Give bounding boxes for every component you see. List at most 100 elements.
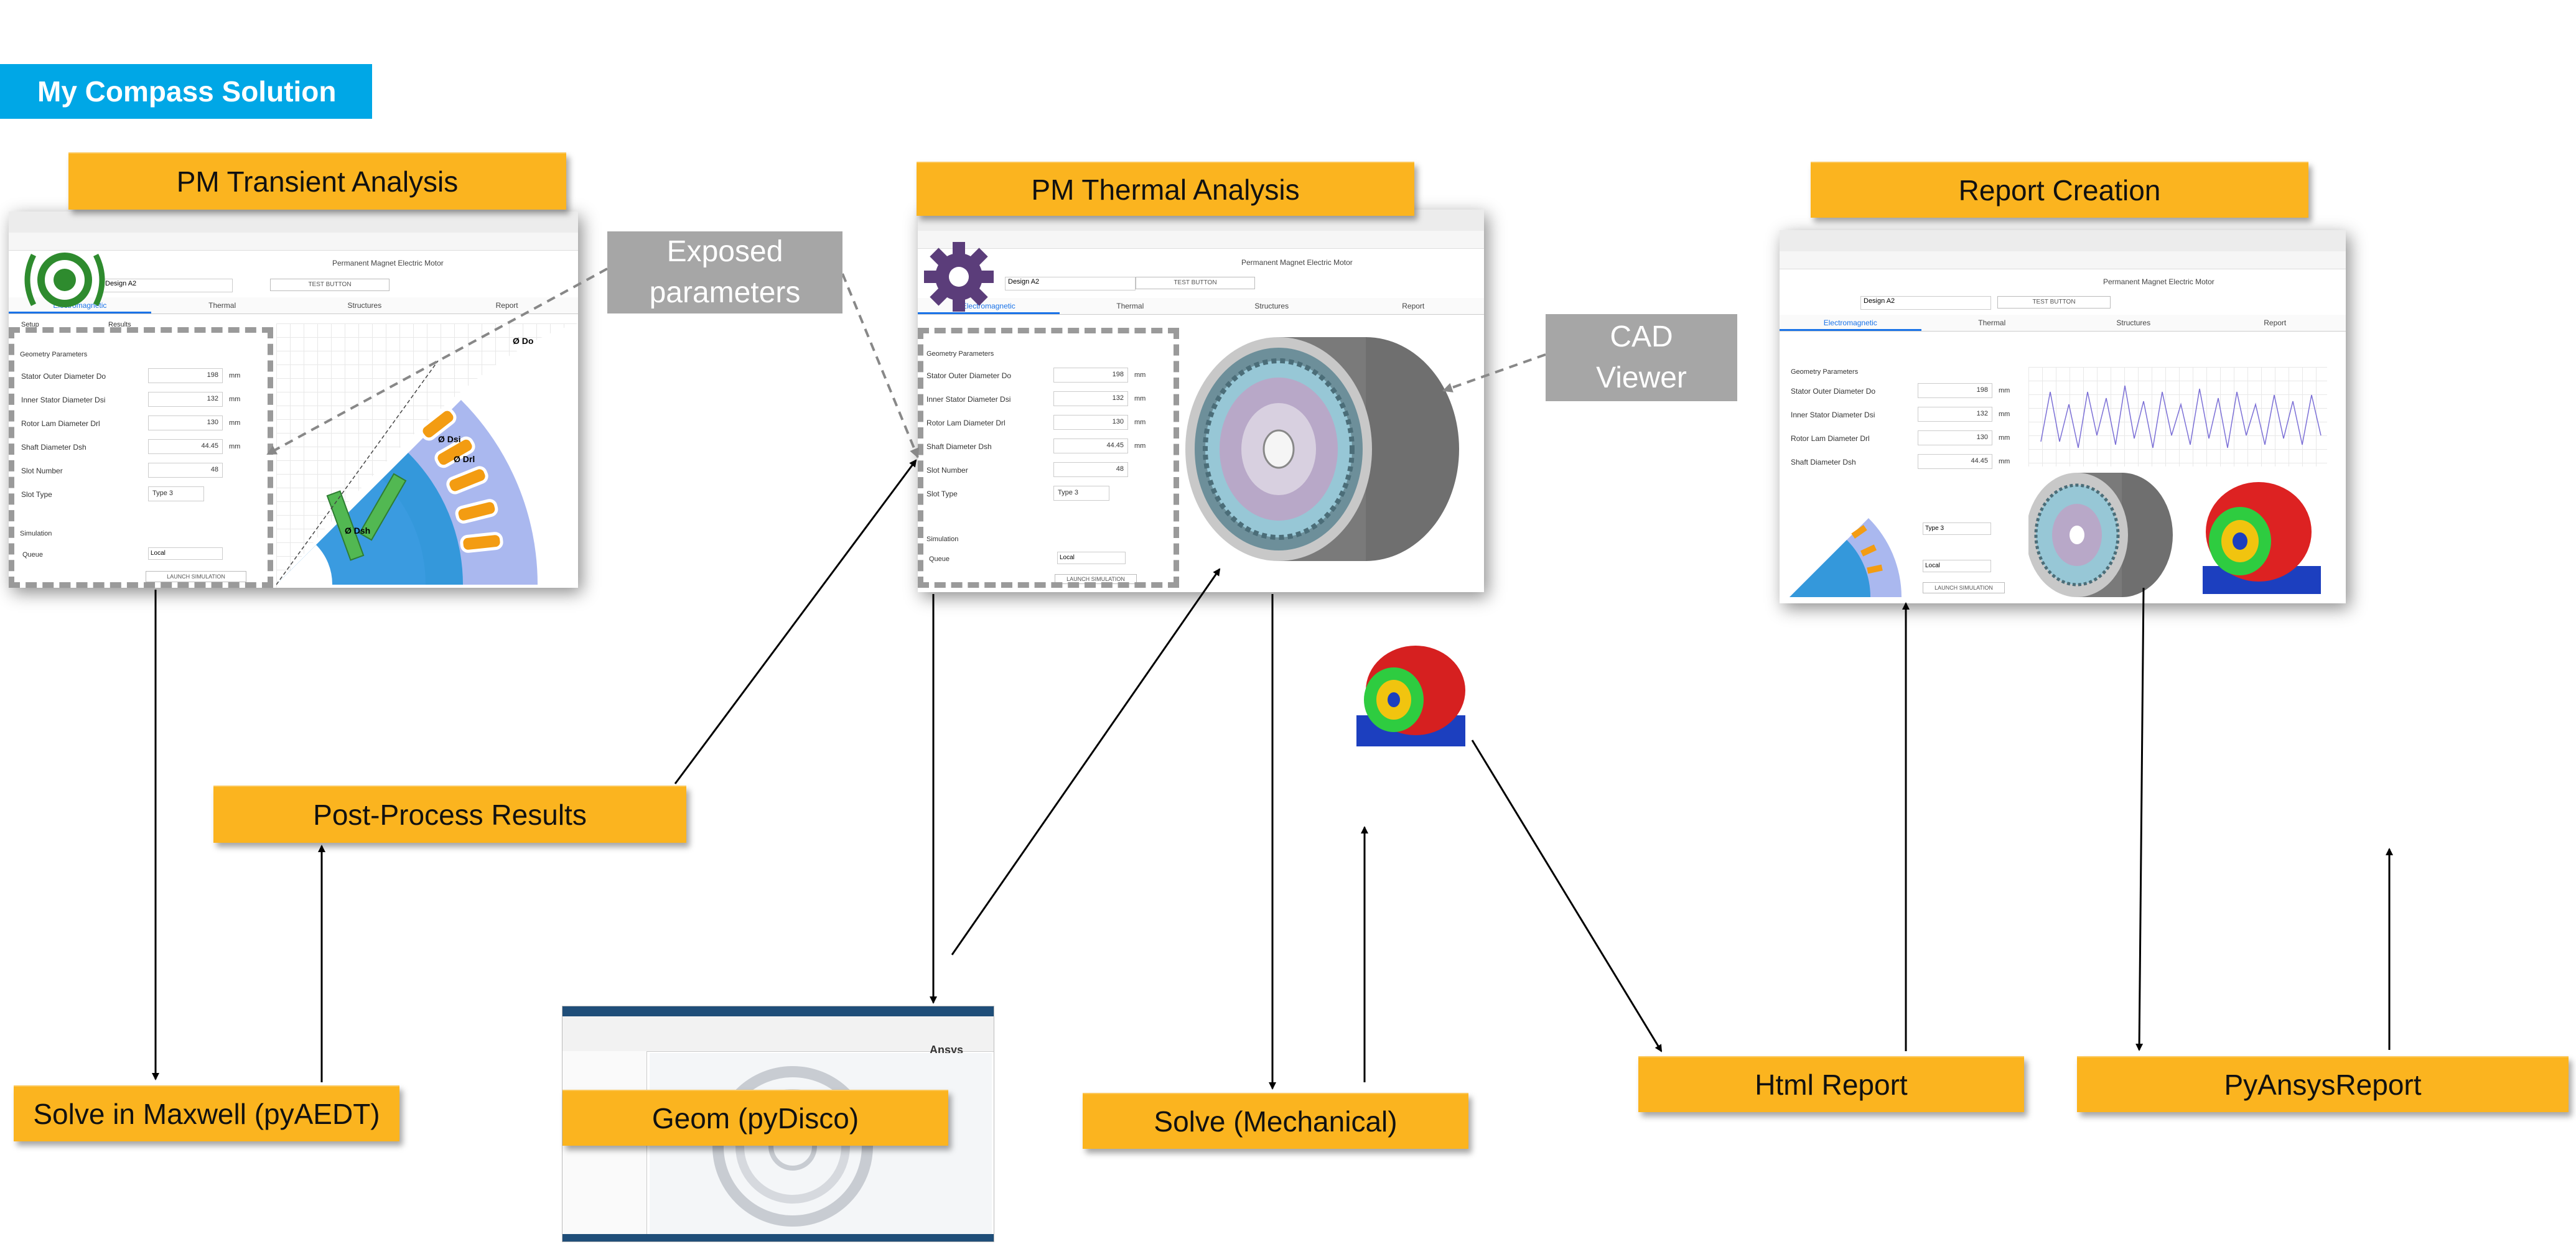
field-input[interactable]: 44.45 <box>148 439 223 454</box>
field-input[interactable]: 44.45 <box>1918 454 1992 469</box>
field-input[interactable]: 130 <box>148 415 223 430</box>
waveform-svg <box>2040 385 2322 448</box>
tab-structures[interactable]: Structures <box>2116 318 2151 327</box>
field-input[interactable]: 132 <box>1053 391 1128 406</box>
label-drl: Ø Drl <box>454 454 475 464</box>
tab-structures[interactable]: Structures <box>1254 302 1289 310</box>
bookmarks-bar <box>9 233 578 251</box>
field-input[interactable]: 198 <box>1918 383 1992 398</box>
tab-report[interactable]: Report <box>1402 302 1425 310</box>
field-input[interactable]: 132 <box>1918 407 1992 422</box>
box-pm-thermal: PM Thermal Analysis <box>917 162 1414 216</box>
field-input[interactable]: 44.45 <box>1053 439 1128 453</box>
field-input[interactable]: 198 <box>1053 368 1128 383</box>
slot-type-select[interactable]: Type 3 <box>1923 522 1991 535</box>
thermal-app-screenshot: Permanent Magnet Electric Motor Design A… <box>918 210 1484 592</box>
section-geometry: Geometry Parameters <box>1791 368 1859 376</box>
motor-cross-section: Ø Do Ø Dsi Ø Drl Ø Dsh <box>276 323 578 588</box>
tab-thermal[interactable]: Thermal <box>1978 318 2006 327</box>
section-simulation: Simulation <box>926 536 959 543</box>
study-select[interactable]: Design A2 <box>1860 296 1991 310</box>
box-post-process: Post-Process Results <box>213 786 686 843</box>
field-input[interactable]: 130 <box>1918 430 1992 445</box>
callout-exposed-parameters: Exposed parameters <box>607 231 842 313</box>
app-title: Permanent Magnet Electric Motor <box>332 259 444 267</box>
queue-select[interactable]: Local <box>1923 560 1991 572</box>
exposed-params-highlight <box>9 327 273 588</box>
subtab-results[interactable]: Results <box>108 321 131 328</box>
box-solve-maxwell: Solve in Maxwell (pyAEDT) <box>14 1085 399 1141</box>
app-title-bar <box>562 1006 994 1016</box>
tab-electromagnetic[interactable]: Electromagnetic <box>1780 315 1921 331</box>
field-input[interactable]: 132 <box>148 392 223 407</box>
electromagnetic-logo-icon <box>24 253 105 307</box>
launch-simulation-button[interactable]: LAUNCH SIMULATION <box>146 571 246 582</box>
bookmarks-bar <box>918 231 1484 249</box>
queue-label: Queue <box>22 551 44 559</box>
test-button[interactable]: TEST BUTTON <box>1136 277 1255 289</box>
study-select[interactable]: Design A2 <box>1005 277 1136 290</box>
thermal-motor-render <box>1356 646 1465 746</box>
queue-label: Queue <box>929 555 950 563</box>
callout-cad-line1: CAD <box>1610 320 1673 353</box>
field-input[interactable]: 198 <box>148 368 223 383</box>
tab-structures[interactable]: Structures <box>347 301 382 310</box>
tab-thermal[interactable]: Thermal <box>1116 302 1144 310</box>
report-app-screenshot: Permanent Magnet Electric Motor Design A… <box>1780 230 2346 603</box>
bookmarks-bar <box>1780 251 2346 269</box>
queue-select[interactable]: Local <box>148 547 223 560</box>
app-title: Permanent Magnet Electric Motor <box>1241 258 1353 267</box>
queue-select[interactable]: Local <box>1057 552 1126 564</box>
small-thermal-render <box>2203 482 2321 594</box>
tab-thermal[interactable]: Thermal <box>208 301 236 310</box>
box-pm-transient: PM Transient Analysis <box>68 152 566 210</box>
launch-simulation-button[interactable]: LAUNCH SIMULATION <box>1923 582 2005 593</box>
tab-report[interactable]: Report <box>495 301 518 310</box>
field-input[interactable]: 48 <box>1053 462 1128 477</box>
status-bar <box>562 1234 994 1242</box>
main-tabs: Electromagnetic Thermal Structures Repor… <box>918 298 1484 315</box>
slot-type-select[interactable]: Type 3 <box>148 486 204 501</box>
box-html-report: Html Report <box>1638 1056 2024 1112</box>
tab-report[interactable]: Report <box>2264 318 2287 327</box>
cad-motor-render <box>1185 337 1459 561</box>
transient-app-screenshot: Permanent Magnet Electric Motor Design A… <box>9 211 578 588</box>
app-title: Permanent Magnet Electric Motor <box>2103 277 2214 286</box>
subtab-setup[interactable]: Setup <box>21 321 39 328</box>
callout-cad-viewer: CAD Viewer <box>1546 314 1737 401</box>
box-report-creation: Report Creation <box>1811 162 2308 218</box>
label-dsi: Ø Dsi <box>438 434 461 444</box>
exposed-params-highlight <box>918 328 1179 588</box>
small-cad-render <box>2028 473 2173 597</box>
box-solve-mechanical: Solve (Mechanical) <box>1083 1093 1468 1149</box>
section-geometry: Geometry Parameters <box>20 351 88 358</box>
main-tabs: Electromagnetic Thermal Structures Repor… <box>9 297 578 314</box>
test-button[interactable]: TEST BUTTON <box>1997 296 2111 309</box>
field-input[interactable]: 130 <box>1053 415 1128 430</box>
tab-electromagnetic[interactable]: Electromagnetic <box>918 298 1060 314</box>
small-cross-section <box>1790 518 1902 597</box>
field-input[interactable]: 48 <box>148 463 223 478</box>
callout-cad-line2: Viewer <box>1596 361 1687 394</box>
ribbon-toolbar <box>562 1016 994 1052</box>
callout-exposed-line1: Exposed <box>666 235 783 268</box>
test-button[interactable]: TEST BUTTON <box>270 279 390 291</box>
callout-exposed-line2: parameters <box>649 276 801 309</box>
box-pyansys-report: PyAnsysReport <box>2077 1056 2569 1112</box>
slot-type-select[interactable]: Type 3 <box>1053 486 1109 501</box>
gear-icon <box>924 242 994 312</box>
browser-chrome <box>9 211 578 233</box>
